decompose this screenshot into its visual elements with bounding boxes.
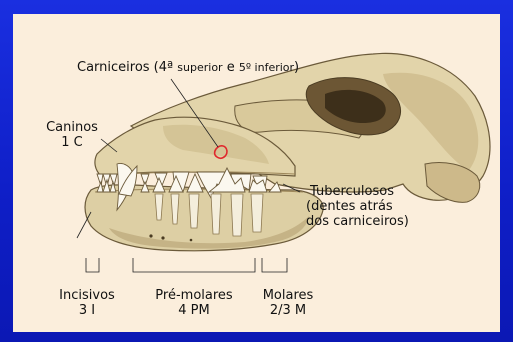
label-incisivos-name: Incisivos [47,288,127,303]
label-molares-name: Molares [253,288,323,303]
label-premolares-name: Pré-molares [139,288,249,303]
label-tuberculosos-note-1: (dentes atrás [306,199,409,214]
label-tuberculosos-name: Tuberculosos [306,184,409,199]
label-caninos-name: Caninos [43,120,101,135]
label-caninos: Caninos 1 C [43,120,101,150]
label-premolares-code: 4 PM [139,303,249,318]
label-tuberculosos-note-2: dos carniceiros) [306,214,409,229]
lower-tooth-root [189,194,199,228]
lower-tooth-root [251,194,263,232]
label-caninos-code: 1 C [43,135,101,150]
bracket-molares [262,258,287,272]
figure-panel: Carniceiros (4ª superior e 5º inferior) … [13,14,500,332]
pointer-incisivos [77,212,91,238]
label-molares: Molares 2/3 M [253,288,323,318]
label-carniceiros: Carniceiros (4ª superior e 5º inferior) [77,60,299,75]
label-incisivos: Incisivos 3 I [47,288,127,318]
label-incisivos-code: 3 I [47,303,127,318]
lower-tooth-root [231,194,243,236]
lower-tooth-root [211,194,221,234]
bracket-incisivos [86,258,99,272]
label-molares-code: 2/3 M [253,303,323,318]
mental-foramen [161,236,164,239]
label-tuberculosos: Tuberculosos (dentes atrás dos carniceir… [306,184,409,229]
label-premolares: Pré-molares 4 PM [139,288,249,318]
mental-foramen [149,234,152,237]
bracket-premolares [133,258,255,272]
mental-foramen [190,239,193,242]
